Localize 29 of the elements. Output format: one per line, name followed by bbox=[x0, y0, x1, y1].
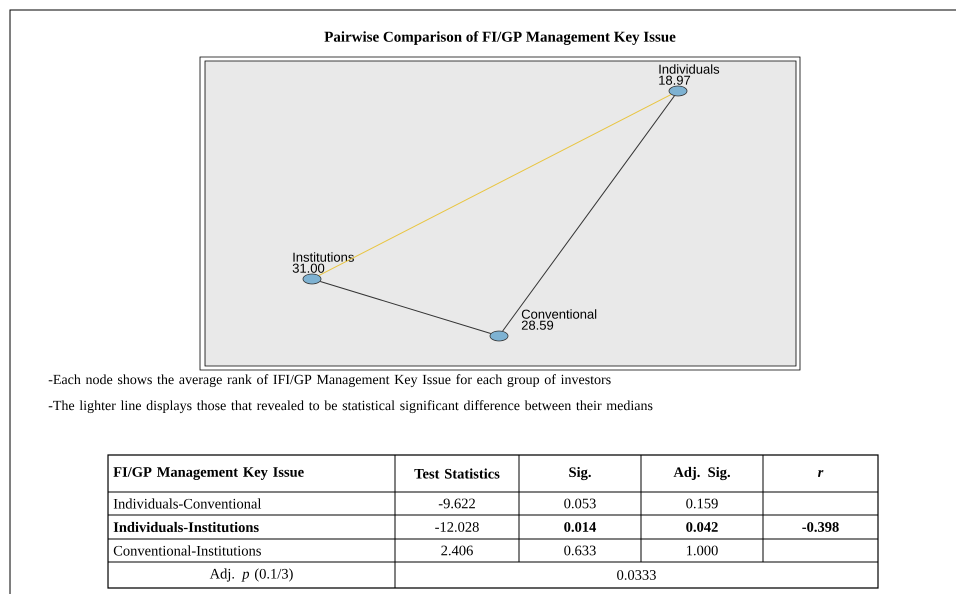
table-value: 0.159 bbox=[686, 498, 718, 508]
table-value: Individuals-Conventional bbox=[114, 498, 262, 509]
table-header: Test Statistics bbox=[414, 468, 500, 479]
table-header: FI/GP Management Key Issue bbox=[113, 467, 304, 480]
table-value: 0.0333 bbox=[617, 570, 656, 580]
node-label: Individuals 18.97 bbox=[659, 64, 720, 85]
table-value: -9.622 bbox=[438, 498, 475, 508]
table-header: Sig. bbox=[569, 466, 591, 480]
note: -The lighter line displays those that revealed to be statistical significant difference between their medians bbox=[48, 400, 652, 414]
table-value: 0.053 bbox=[564, 498, 596, 508]
table-value: 1.000 bbox=[686, 546, 718, 556]
table-value: 0.042 bbox=[686, 522, 718, 532]
title: Pairwise Comparison of FI/GP Management Key Issue bbox=[324, 31, 676, 45]
connector-line bbox=[502, 95, 675, 332]
table-value: -0.398 bbox=[802, 522, 839, 532]
table-value: 0.633 bbox=[564, 546, 596, 556]
table-value: -12.028 bbox=[435, 522, 479, 532]
table-value: Adj. p (0.1/3) bbox=[210, 568, 293, 582]
table-value: Conventional-Institutions bbox=[114, 545, 261, 556]
node-label: Institutions 31.00 bbox=[292, 252, 354, 273]
note: -Each node shows the average rank of IFI/GP Management Key Issue for each group of investors bbox=[48, 374, 611, 388]
table-header: Adj. Sig. bbox=[674, 466, 730, 480]
table-header: r bbox=[818, 470, 824, 477]
connector-line bbox=[320, 281, 492, 334]
table-value: 0.014 bbox=[564, 522, 596, 532]
table-value: 2.406 bbox=[441, 546, 473, 556]
table-value: Individuals-Institutions bbox=[114, 522, 259, 532]
node-label: Conventional 28.59 bbox=[522, 309, 596, 330]
connector-line bbox=[318, 94, 672, 276]
